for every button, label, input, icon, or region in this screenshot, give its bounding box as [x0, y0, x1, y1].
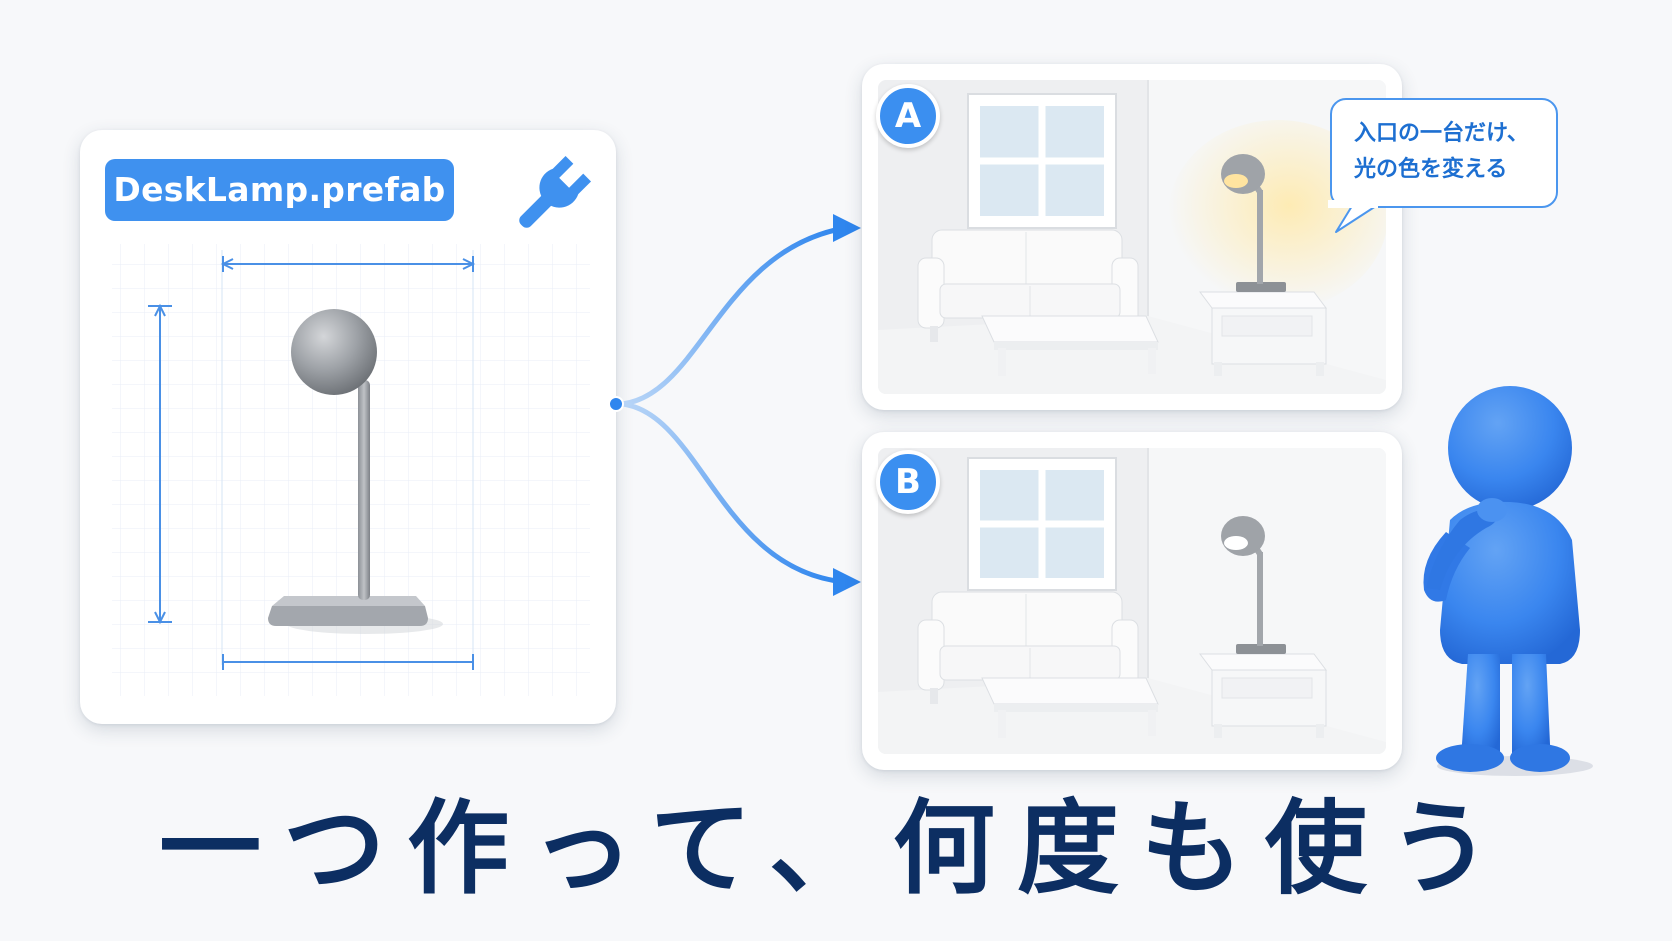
speech-bubble: 入口の一台だけ、 光の色を変える: [1330, 98, 1558, 208]
sofa: [917, 591, 1139, 704]
coffee-table: [981, 315, 1159, 376]
wrench-icon[interactable]: [508, 155, 593, 240]
desk-lamp-a: [1221, 154, 1286, 292]
desk-lamp-b: [1221, 516, 1286, 654]
window: [967, 93, 1117, 229]
width-dimension-top: [220, 256, 476, 272]
window: [967, 457, 1117, 591]
headline: 一つ作って、何度も使う: [159, 790, 1513, 909]
badge-b: B: [876, 450, 940, 514]
room-scene-a: [878, 80, 1386, 394]
height-dimension: [148, 303, 172, 625]
width-dimension-bottom: [222, 654, 474, 670]
desk-lamp-model: [268, 309, 443, 634]
scene-card-b: [862, 432, 1402, 770]
sofa: [917, 229, 1139, 342]
branch-arrows: [608, 214, 861, 596]
side-table: [1199, 291, 1327, 376]
prefab-file-label: DeskLamp.prefab: [105, 159, 454, 221]
badge-a: A: [876, 84, 940, 148]
coffee-table: [981, 677, 1159, 738]
room-scene-b: [878, 448, 1386, 754]
scene-card-a: [862, 64, 1402, 410]
speech-line-1: 入口の一台だけ、: [1354, 121, 1529, 146]
speech-line-2: 光の色を変える: [1354, 157, 1508, 182]
